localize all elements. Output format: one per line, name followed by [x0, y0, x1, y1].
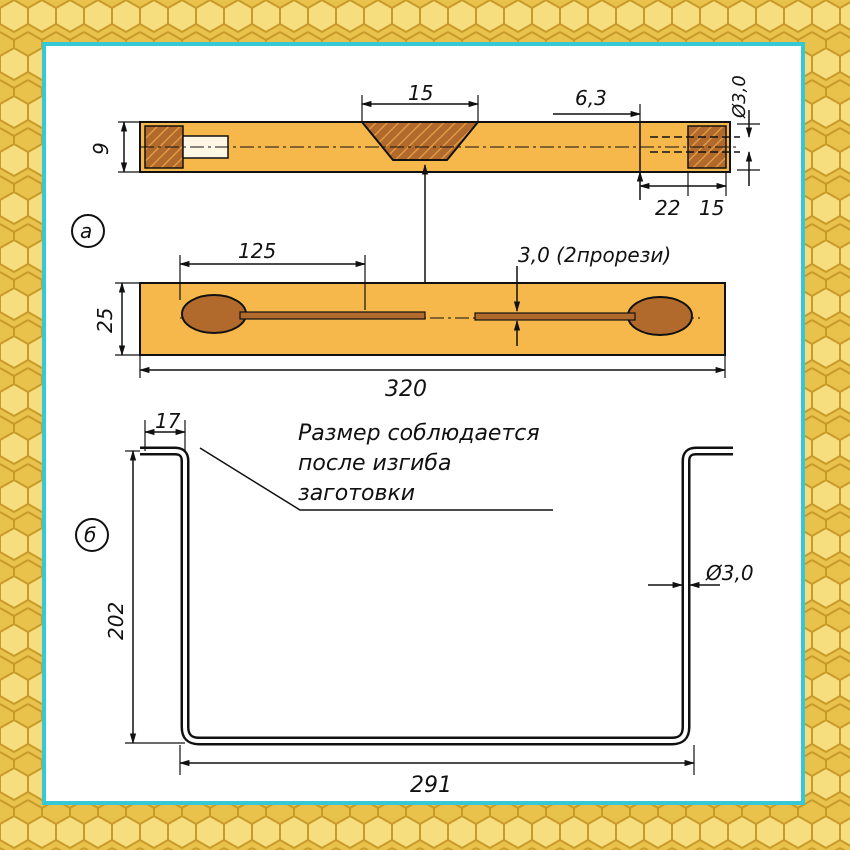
dim-slot-note: 3,0 (2прорези) — [518, 243, 671, 267]
figure-a-label: а — [80, 219, 92, 243]
dim-width-b: 291 — [410, 773, 452, 798]
drawing-sheet: 15 6,3 Ø3,0 9 22 15 а 125 — [42, 42, 805, 805]
figure-a-top-dimensions: 125 3,0 (2прорези) 25 320 — [93, 239, 727, 402]
dim-wire-dia: Ø3,0 — [705, 561, 754, 585]
dim-length: 320 — [385, 377, 427, 402]
dim-offset: 6,3 — [575, 86, 607, 110]
dim-flange: 17 — [155, 409, 181, 433]
figure-b-label: б — [84, 523, 96, 547]
figure-b-dimensions: 17 202 Ø3,0 291 Размер соблюдается после… — [104, 409, 754, 798]
figure-a-side-dimensions: 15 6,3 Ø3,0 9 22 15 — [89, 75, 760, 220]
dim-top-center: 15 — [408, 81, 433, 105]
dim-right-a: 22 — [655, 196, 680, 220]
figure-b-label-circle — [75, 518, 109, 552]
figure-a-top-view — [139, 282, 726, 356]
dim-slot-len: 125 — [238, 239, 276, 263]
dim-hole-dia: Ø3,0 — [729, 75, 750, 119]
dim-right-b: 15 — [699, 196, 724, 220]
left-oval-hole — [181, 294, 247, 334]
note-line-1: Размер соблюдается — [298, 421, 540, 446]
note-leader — [199, 447, 553, 511]
note-line-2: после изгиба — [298, 451, 451, 476]
dim-height: 9 — [89, 142, 113, 155]
top-notch-hatch — [359, 121, 481, 161]
dim-width: 25 — [93, 308, 117, 333]
dim-height-b: 202 — [104, 602, 128, 640]
left-slot — [239, 311, 426, 320]
right-oval-hole — [627, 296, 693, 336]
technical-drawing: 15 6,3 Ø3,0 9 22 15 а 125 — [71, 75, 760, 798]
note-line-3: заготовки — [298, 481, 415, 506]
figure-a-label-circle — [71, 214, 105, 248]
right-slot — [474, 312, 636, 321]
figure-a-side-view — [139, 121, 740, 173]
figure-b-wire — [140, 446, 733, 746]
